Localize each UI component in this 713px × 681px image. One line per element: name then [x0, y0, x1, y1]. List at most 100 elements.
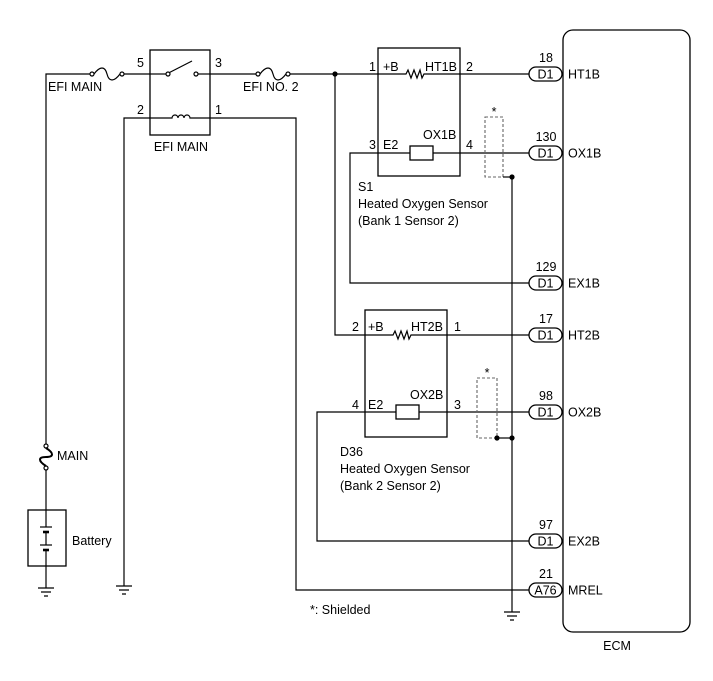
terminal-pin-number: 18 — [539, 51, 553, 65]
relay-pin-5: 5 — [137, 56, 144, 70]
ecm: ECM 18 D1 HT1B 130 D1 OX1B 129 D1 EX1B 1… — [528, 29, 691, 653]
sensor-d36-box — [364, 309, 448, 438]
ecm-terminal: 98 D1 OX2B — [528, 389, 601, 420]
relay-efi-main: 5 3 2 1 EFI MAIN — [137, 49, 222, 154]
d36-heater-label: HT2B — [411, 320, 443, 334]
s1-code: S1 — [358, 180, 373, 194]
connector-code: A76 — [534, 584, 556, 598]
fuse-terminal — [255, 71, 261, 77]
relay-contact — [193, 71, 199, 77]
fuse-terminal — [43, 443, 49, 449]
shield-s1: * — [484, 105, 515, 180]
s1-pin-e2: 3 — [369, 138, 376, 152]
connector-pill — [528, 275, 563, 291]
fuse-efi-no2-label: EFI NO. 2 — [243, 80, 299, 94]
connector-code: D1 — [538, 535, 554, 549]
relay-switch-blade — [169, 60, 193, 74]
terminal-pin-number: 17 — [539, 312, 553, 326]
ecm-terminal: 130 D1 OX1B — [528, 130, 601, 161]
connector-code: D1 — [538, 329, 554, 343]
ground-relay — [116, 585, 132, 595]
fuse-icon — [93, 67, 121, 81]
d36-pin-b: 2 — [352, 320, 359, 334]
ground-icon — [504, 611, 520, 621]
terminal-signal: EX2B — [568, 535, 600, 549]
relay-pin-1: 1 — [215, 103, 222, 117]
terminal-signal: HT1B — [568, 68, 600, 82]
d36-signal-label: OX2B — [410, 388, 443, 402]
s1-heater-label: HT1B — [425, 60, 457, 74]
shield-outline — [484, 116, 504, 178]
d36-pin-signal: 3 — [454, 398, 461, 412]
battery: Battery — [27, 509, 112, 588]
ecm-terminal: 21 A76 MREL — [528, 567, 603, 598]
fuse-main: MAIN — [39, 443, 88, 471]
wire-relay-pin2-to-ground — [123, 117, 150, 586]
fuse-icon — [259, 67, 287, 81]
shield-marker: * — [485, 366, 490, 380]
wire-relay-pin1-to-mrel — [210, 117, 529, 591]
fuse-terminal — [285, 71, 291, 77]
oxygen-sensor-element-icon — [395, 404, 420, 420]
d36-e2-label: E2 — [368, 398, 383, 412]
sensor-s1-box — [377, 47, 461, 177]
battery-label: Battery — [72, 534, 112, 548]
ecm-label: ECM — [603, 639, 631, 653]
fuse-terminal — [43, 465, 49, 471]
relay-contact — [165, 71, 171, 77]
s1-pin-heater: 2 — [466, 60, 473, 74]
connector-code: D1 — [538, 406, 554, 420]
fuse-efi-main: EFI MAIN — [48, 67, 125, 94]
shield-note: *: Shielded — [310, 603, 371, 617]
terminal-signal: OX1B — [568, 147, 601, 161]
ecm-terminal: 97 D1 EX2B — [528, 518, 600, 549]
connector-code: D1 — [538, 147, 554, 161]
ground-icon — [116, 585, 132, 595]
fuse-terminal — [89, 71, 95, 77]
battery-box — [27, 509, 67, 567]
terminal-signal: MREL — [568, 584, 603, 598]
ecm-terminal: 17 D1 HT2B — [528, 312, 600, 343]
fuse-terminal — [119, 71, 125, 77]
sensor-d36: 2 +B HT2B 1 4 E2 OX2B 3 D36 Heated Oxyge… — [340, 309, 470, 493]
shield-marker: * — [492, 105, 497, 119]
s1-e2-label: E2 — [383, 138, 398, 152]
s1-name: Heated Oxygen Sensor — [358, 197, 488, 211]
terminal-pin-number: 130 — [536, 130, 557, 144]
ecm-terminal: 18 D1 HT1B — [528, 51, 600, 82]
relay-coil-icon — [150, 114, 210, 119]
d36-pin-heater: 1 — [454, 320, 461, 334]
terminal-signal: OX2B — [568, 406, 601, 420]
fuse-efi-no2: EFI NO. 2 — [243, 67, 299, 94]
relay-pin-2: 2 — [137, 103, 144, 117]
d36-b-label: +B — [368, 320, 384, 334]
s1-pin-signal: 4 — [466, 138, 473, 152]
oxygen-sensor-element-icon — [409, 145, 434, 161]
connector-pill — [528, 66, 563, 82]
s1-signal-label: OX1B — [423, 128, 456, 142]
d36-pin-e2: 4 — [352, 398, 359, 412]
terminal-pin-number: 129 — [536, 260, 557, 274]
relay-pin-3: 3 — [215, 56, 222, 70]
sensor-s1: 1 +B HT1B 2 3 E2 OX1B 4 S1 Heated Oxygen… — [358, 47, 488, 228]
relay-box — [149, 49, 211, 136]
ecm-terminal: 129 D1 EX1B — [528, 260, 600, 291]
terminal-signal: EX1B — [568, 277, 600, 291]
terminal-pin-number: 97 — [539, 518, 553, 532]
s1-pin-b: 1 — [369, 60, 376, 74]
d36-code: D36 — [340, 445, 363, 459]
relay-label: EFI MAIN — [154, 140, 208, 154]
heater-resistor-icon — [378, 67, 460, 80]
terminal-pin-number: 98 — [539, 389, 553, 403]
wire-s1-ex1b — [349, 152, 529, 284]
connector-pill — [528, 404, 563, 420]
ecm-box — [562, 29, 691, 633]
ground-battery — [38, 587, 54, 597]
wire-junction-to-d36 — [334, 74, 365, 336]
connector-code: D1 — [538, 68, 554, 82]
connector-pill — [528, 145, 563, 161]
s1-b-label: +B — [383, 60, 399, 74]
shield-outline — [476, 377, 498, 439]
d36-location: (Bank 2 Sensor 2) — [340, 479, 441, 493]
